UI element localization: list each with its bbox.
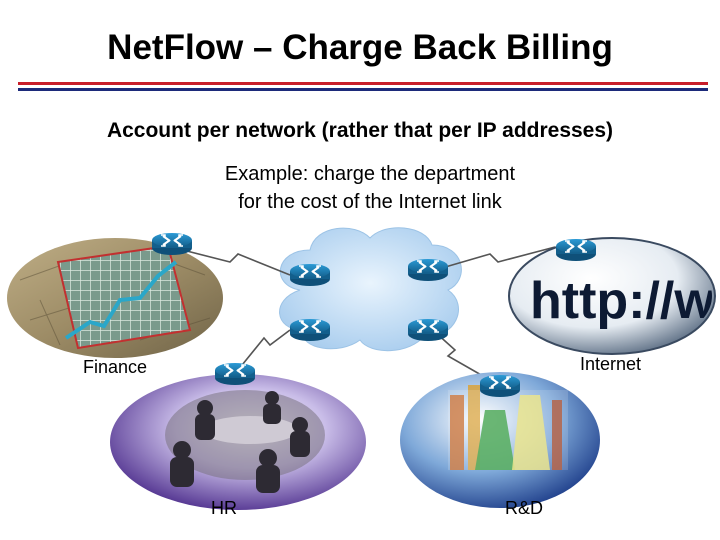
title-rule-blue [18, 88, 708, 91]
label-finance: Finance [83, 357, 148, 377]
slide-title: NetFlow – Charge Back Billing [107, 28, 613, 67]
link-finance [174, 247, 291, 276]
router-internet-edge [555, 238, 597, 262]
internet-image: http://www [508, 237, 720, 355]
title-rule-red [18, 82, 708, 85]
rnd-image [400, 372, 600, 508]
finance-image [7, 238, 223, 358]
link-rnd [434, 331, 491, 381]
router-cloud-bottom-right [407, 318, 449, 342]
slide-subtitle: Account per network (rather that per IP … [106, 119, 614, 142]
http-logo-text: http://www [530, 272, 720, 330]
label-rnd: R&D [505, 498, 544, 518]
example-text: Example: charge the department for the c… [170, 160, 570, 216]
hr-image [110, 374, 366, 510]
link-hr [237, 329, 291, 371]
label-hr: HR [211, 498, 237, 518]
link-internet-top [434, 246, 556, 271]
router-cloud-bottom-left [289, 318, 331, 342]
example-line-2: for the cost of the Internet link [238, 191, 502, 213]
label-internet: Internet [580, 354, 642, 374]
network-links [174, 246, 556, 381]
router-rnd-edge [479, 374, 521, 398]
router-finance-edge [151, 232, 193, 256]
router-cloud-top-right [407, 258, 449, 282]
router-cloud-top-left [289, 263, 331, 287]
network-cloud [279, 227, 462, 352]
router-hr-edge [214, 362, 256, 386]
example-line-1: Example: charge the department [224, 163, 516, 185]
